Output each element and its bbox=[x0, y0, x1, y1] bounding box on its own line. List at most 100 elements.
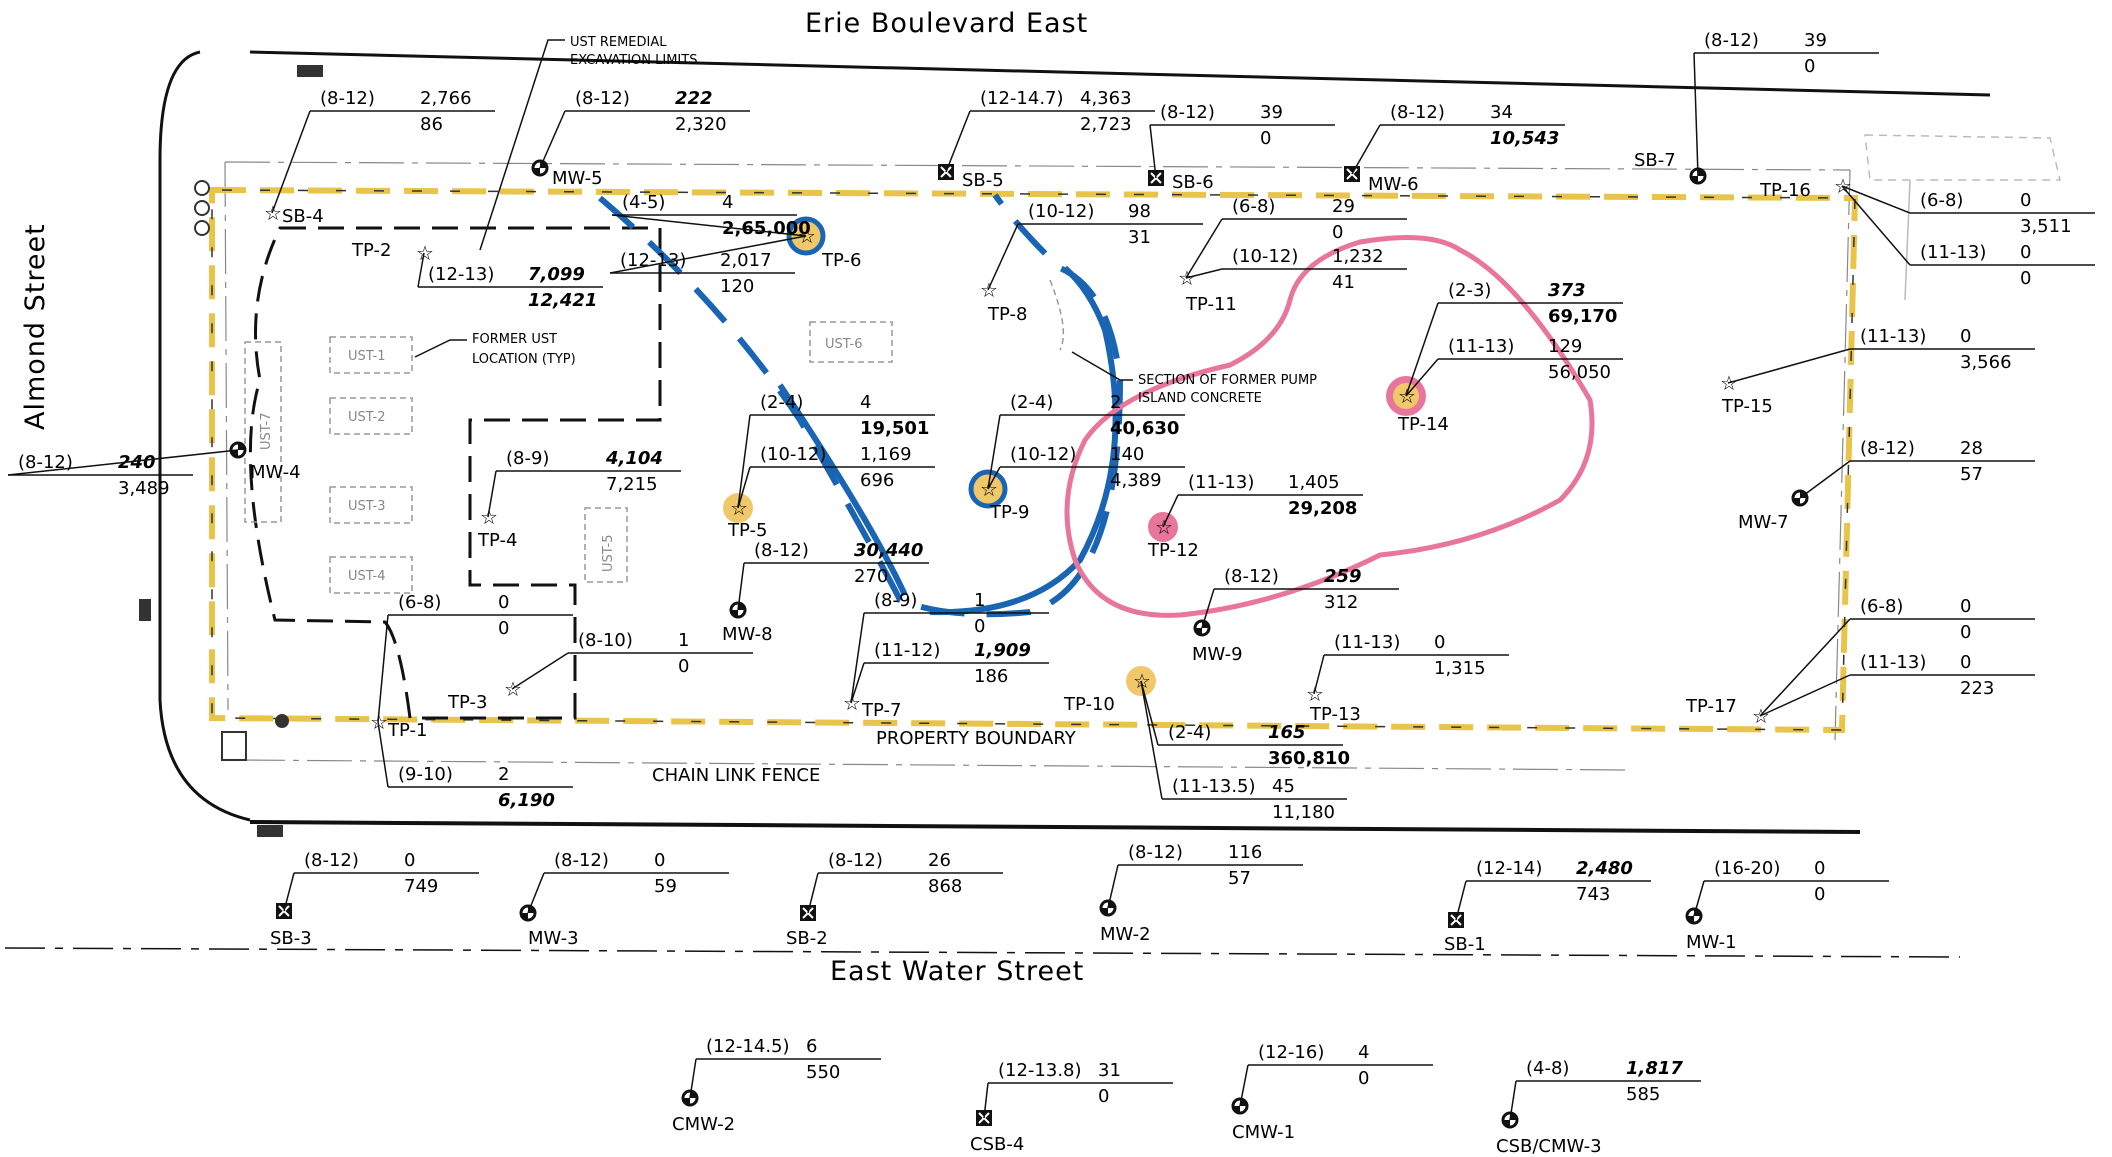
point-csb-cmw-3-a-value-1: 1,817 bbox=[1626, 1058, 1683, 1079]
point-tp-2-a-value-1: 7,099 bbox=[528, 264, 585, 285]
point-mw-3-a-value-1: 0 bbox=[654, 850, 665, 871]
point-csb-4-a-depth: (12-13.8) bbox=[998, 1060, 1082, 1081]
street-south: East Water Street bbox=[830, 956, 1084, 987]
point-mw-6-a-value-1: 34 bbox=[1490, 102, 1513, 123]
point-sb-6-a-value-1: 39 bbox=[1260, 102, 1283, 123]
point-sb-4-a-depth: (8-12) bbox=[320, 88, 375, 109]
point-cmw-1-label: CMW-1 bbox=[1232, 1122, 1295, 1143]
point-tp-9-a-value-2: 40,630 bbox=[1110, 418, 1179, 439]
point-tp-8-a-value-1: 98 bbox=[1128, 201, 1151, 222]
point-cmw-1-a-value-1: 4 bbox=[1358, 1042, 1369, 1063]
point-sb-7-label: SB-7 bbox=[1634, 150, 1676, 171]
point-mw-1-a-depth: (16-20) bbox=[1714, 858, 1780, 879]
point-mw-5-a-value-2: 2,320 bbox=[675, 114, 727, 135]
point-sb-6-a-depth: (8-12) bbox=[1160, 102, 1215, 123]
point-tp-1-b-depth: (9-10) bbox=[398, 764, 453, 785]
point-tp-7-b-value-2: 186 bbox=[974, 666, 1008, 687]
point-cmw-2-a-value-2: 550 bbox=[806, 1062, 840, 1083]
point-tp-15[interactable]: ☆TP-15(11-13)03,566 bbox=[1720, 326, 2035, 417]
point-tp-10-b-value-2: 11,180 bbox=[1272, 802, 1335, 823]
point-tp-7-a-depth: (8-9) bbox=[874, 590, 917, 611]
point-tp-10-b-value-1: 45 bbox=[1272, 776, 1295, 797]
point-tp-16[interactable]: ☆TP-16(6-8)03,511(11-13)00 bbox=[1759, 174, 2095, 289]
street-linework bbox=[4, 50, 2061, 958]
point-mw-6-a-value-2: 10,543 bbox=[1490, 128, 1559, 149]
point-tp-3-a-value-1: 1 bbox=[678, 630, 689, 651]
point-tp-13-label: TP-13 bbox=[1309, 704, 1361, 725]
point-csb-cmw-3-label: CSB/CMW-3 bbox=[1496, 1136, 1602, 1157]
point-tp-3[interactable]: ☆TP-3(8-10)10 bbox=[447, 630, 753, 713]
point-tp-8-a-depth: (10-12) bbox=[1028, 201, 1094, 222]
point-tp-9-b-depth: (10-12) bbox=[1010, 444, 1076, 465]
point-mw-9-label: MW-9 bbox=[1192, 644, 1243, 665]
point-mw-7-a-value-2: 57 bbox=[1960, 464, 1983, 485]
point-tp-1-a-value-1: 0 bbox=[498, 592, 509, 613]
ust-boxes bbox=[244, 279, 1065, 594]
point-mw-1-a-value-2: 0 bbox=[1814, 884, 1825, 905]
ust-label-1: UST-1 bbox=[348, 349, 385, 364]
point-cmw-2-a-depth: (12-14.5) bbox=[706, 1036, 790, 1057]
pink-contour bbox=[1064, 235, 1595, 618]
street-west: Almond Street bbox=[20, 223, 51, 430]
point-tp-1-star-icon: ☆ bbox=[370, 710, 388, 734]
sample-points: ☆SB-4(8-12)2,76686MW-5(8-12)2222,320SB-5… bbox=[7, 30, 2095, 1157]
point-mw-3[interactable]: MW-3(8-12)059 bbox=[519, 850, 729, 949]
point-mw-5-label: MW-5 bbox=[552, 168, 603, 189]
point-mw-1[interactable]: MW-1(16-20)00 bbox=[1685, 858, 1889, 953]
point-sb-1-a-depth: (12-14) bbox=[1476, 858, 1542, 879]
point-sb-7-a-depth: (8-12) bbox=[1704, 30, 1759, 51]
ust-label-6: UST-6 bbox=[825, 337, 862, 352]
point-tp-11-b-value-2: 41 bbox=[1332, 272, 1355, 293]
point-tp-3-a-depth: (8-10) bbox=[578, 630, 633, 651]
point-tp-5-a-value-1: 4 bbox=[860, 392, 871, 413]
point-cmw-2-a-value-1: 6 bbox=[806, 1036, 817, 1057]
point-mw-4-a-value-1: 240 bbox=[118, 452, 156, 473]
point-tp-4-star-icon: ☆ bbox=[480, 505, 498, 529]
point-tp-15-a-value-1: 0 bbox=[1960, 326, 1971, 347]
point-tp-9-a-value-1: 2 bbox=[1110, 392, 1121, 413]
point-csb-4[interactable]: CSB-4(12-13.8)310 bbox=[970, 1060, 1173, 1155]
point-tp-5-b-value-1: 1,169 bbox=[860, 444, 912, 465]
point-tp-17-b-depth: (11-13) bbox=[1860, 652, 1926, 673]
point-sb-7-a-value-2: 0 bbox=[1804, 56, 1815, 77]
point-tp-7-b-depth: (11-12) bbox=[874, 640, 940, 661]
point-sb-4-a-value-1: 2,766 bbox=[420, 88, 472, 109]
point-sb-6[interactable]: SB-6(8-12)390 bbox=[1148, 102, 1335, 193]
point-sb-7[interactable]: SB-7(8-12)390 bbox=[1634, 30, 1879, 185]
point-tp-12-star-icon: ☆ bbox=[1155, 515, 1173, 539]
point-tp-1[interactable]: ☆TP-1(6-8)00(9-10)26,190 bbox=[370, 592, 573, 811]
point-tp-17-a-value-2: 0 bbox=[1960, 622, 1971, 643]
point-mw-9-a-depth: (8-12) bbox=[1224, 566, 1279, 587]
point-cmw-1[interactable]: CMW-1(12-16)40 bbox=[1231, 1042, 1433, 1143]
point-tp-9-b-value-2: 4,389 bbox=[1110, 470, 1162, 491]
point-tp-6-b-value-1: 2,017 bbox=[720, 250, 772, 271]
point-tp-13[interactable]: ☆TP-13(11-13)01,315 bbox=[1306, 632, 1509, 725]
callout-pump-island-line1: SECTION OF FORMER PUMP bbox=[1138, 373, 1317, 388]
